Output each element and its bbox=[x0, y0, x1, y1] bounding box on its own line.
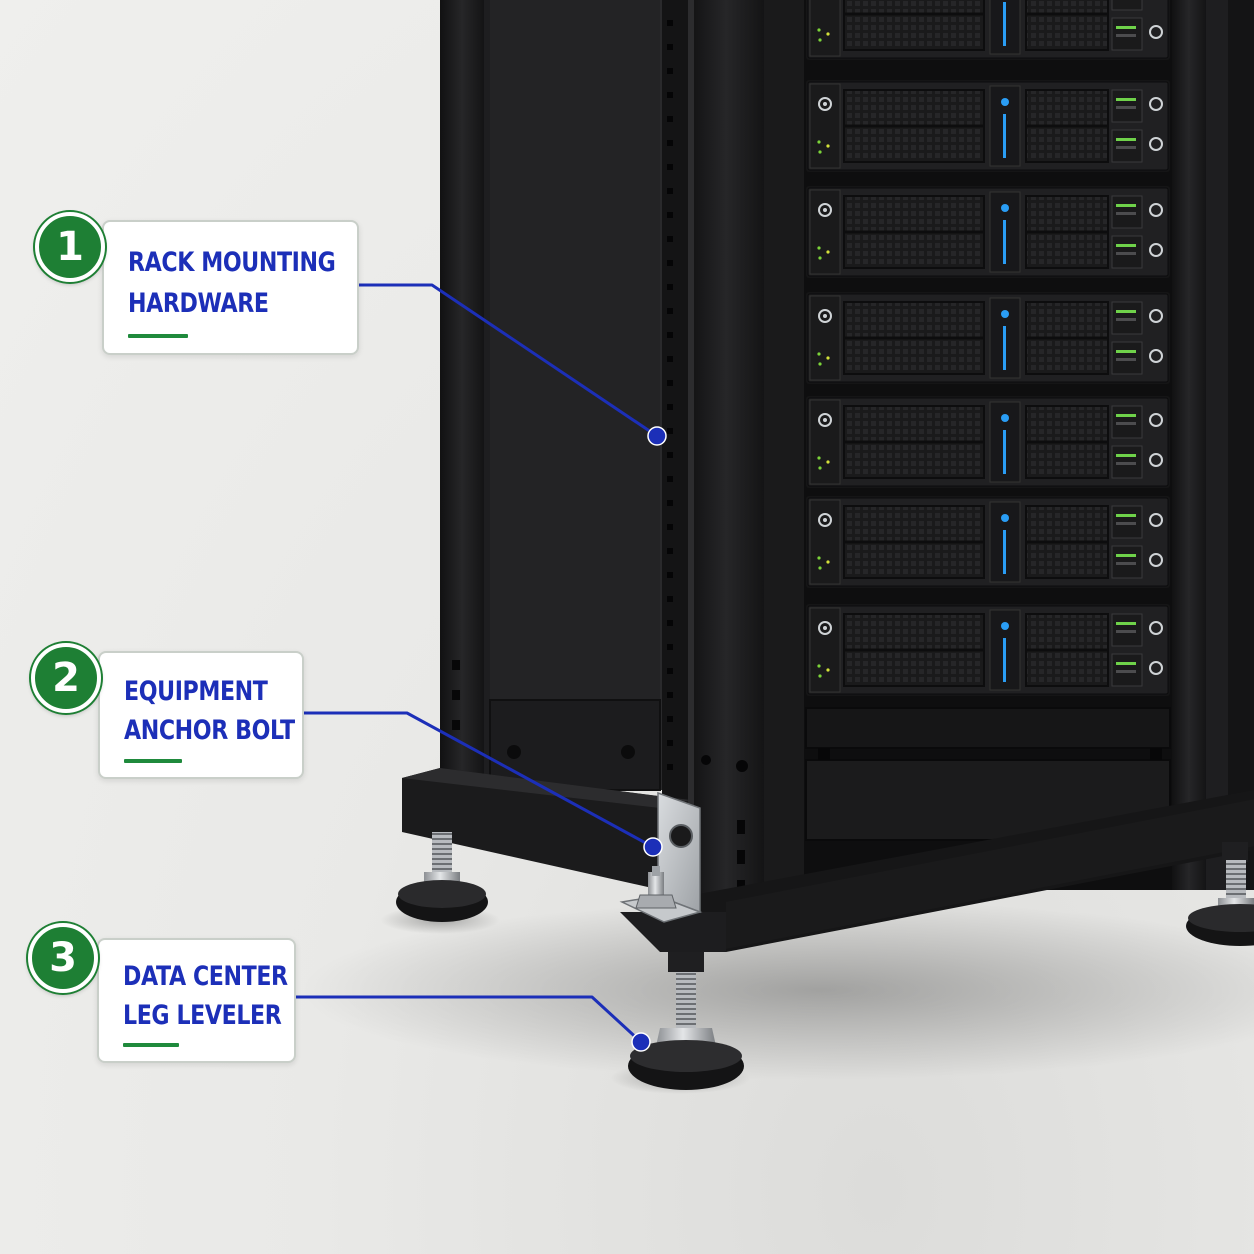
leader-dot-2 bbox=[643, 837, 663, 857]
callout-data-center-leg-leveler: DATA CENTER LEG LEVELER bbox=[97, 938, 296, 1063]
leader-dot-1 bbox=[647, 426, 667, 446]
callout-3-line-1: DATA CENTER bbox=[123, 961, 288, 992]
front-post bbox=[662, 0, 688, 800]
callout-1-number-badge: 1 bbox=[35, 212, 105, 282]
leader-dot-3 bbox=[631, 1032, 651, 1052]
callout-1-accent-bar bbox=[128, 334, 188, 338]
callout-3-line-2: LEG LEVELER bbox=[123, 1000, 282, 1031]
callout-2-line-2: ANCHOR BOLT bbox=[124, 715, 295, 746]
server-unit bbox=[804, 0, 1172, 62]
callout-2-number-badge: 2 bbox=[31, 643, 101, 713]
callout-rack-mounting-hardware: RACK MOUNTING HARDWARE bbox=[102, 220, 359, 355]
leveling-foot-right bbox=[1186, 842, 1254, 946]
callout-3-number-badge: 3 bbox=[28, 923, 98, 993]
server-unit bbox=[804, 394, 1172, 490]
leader-line-3 bbox=[294, 995, 643, 1044]
callout-1-line-2: HARDWARE bbox=[128, 288, 269, 319]
leveling-foot-icon bbox=[628, 952, 744, 1090]
front-upright bbox=[688, 0, 764, 912]
server-unit bbox=[804, 290, 1172, 386]
callout-equipment-anchor-bolt: EQUIPMENT ANCHOR BOLT bbox=[98, 651, 304, 779]
server-unit bbox=[804, 184, 1172, 280]
leader-line-2 bbox=[301, 711, 655, 849]
leveling-foot-rear bbox=[396, 832, 488, 922]
anchor-bracket-icon bbox=[619, 791, 703, 923]
rear-post bbox=[440, 0, 484, 800]
leader-line-1 bbox=[356, 283, 659, 438]
callout-1-line-1: RACK MOUNTING bbox=[128, 247, 336, 278]
callout-2-accent-bar bbox=[124, 759, 182, 763]
server-unit bbox=[804, 602, 1172, 698]
callout-2-line-1: EQUIPMENT bbox=[124, 676, 268, 707]
server-unit bbox=[804, 78, 1172, 174]
server-unit bbox=[804, 494, 1172, 590]
callout-3-accent-bar bbox=[123, 1043, 179, 1047]
